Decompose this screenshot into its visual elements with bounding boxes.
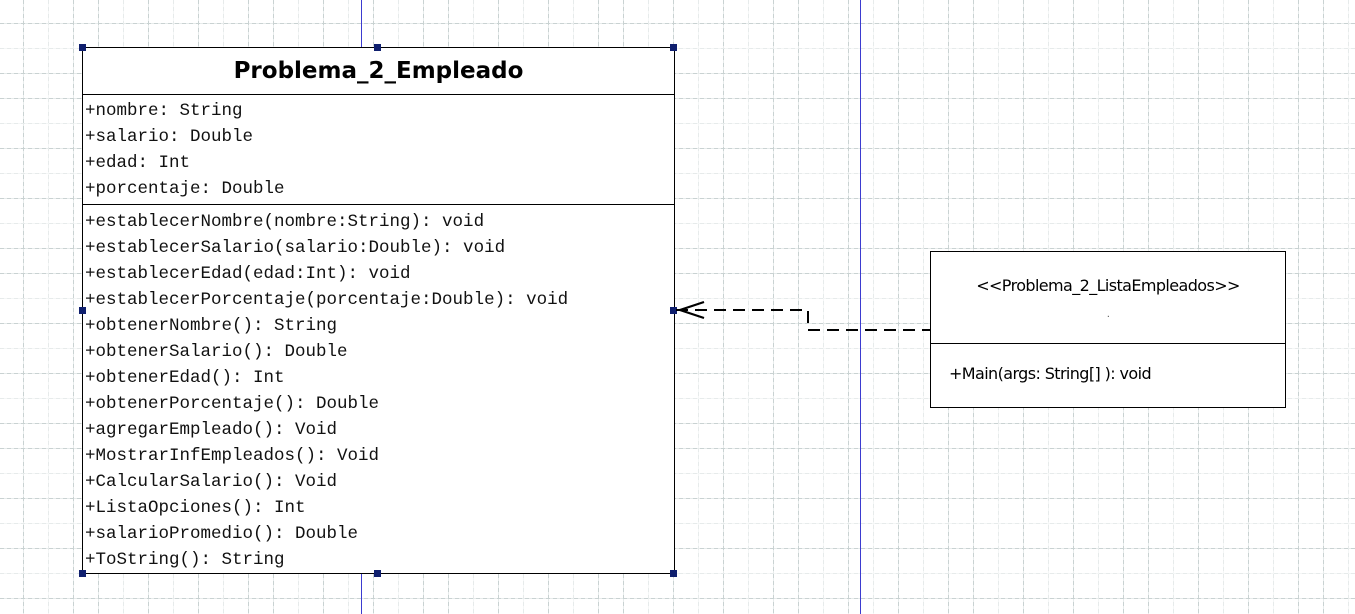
operation-row: +establecerEdad(edad:Int): void [85, 264, 411, 284]
attribute-row: +salario: Double [85, 127, 254, 147]
class-empleado-operations: +establecerNombre(nombre:String): void +… [83, 205, 674, 573]
class-lista-stereotype-compartment: <<Problema_2_ListaEmpleados>> . [931, 252, 1285, 344]
operation-row: +establecerNombre(nombre:String): void [85, 212, 485, 232]
class-lista-empleados[interactable]: <<Problema_2_ListaEmpleados>> . +Main(ar… [930, 251, 1286, 408]
resize-handle-top-middle[interactable] [374, 44, 381, 51]
resize-handle-top-right[interactable] [670, 44, 677, 51]
operation-row: +obtenerNombre(): String [85, 316, 338, 336]
operation-row: +ToString(): String [85, 550, 285, 570]
resize-handle-bottom-right[interactable] [670, 570, 677, 577]
resize-handle-bottom-left[interactable] [79, 570, 86, 577]
resize-handle-middle-left[interactable] [79, 307, 86, 314]
resize-handle-top-left[interactable] [79, 44, 86, 51]
operation-row: +CalcularSalario(): Void [85, 472, 338, 492]
class-empleado-name: Problema_2_Empleado [83, 48, 674, 95]
class-lista-dot: . [1106, 309, 1110, 320]
attribute-row: +porcentaje: Double [85, 179, 285, 199]
attribute-row: +nombre: String [85, 101, 243, 121]
class-lista-stereotype: <<Problema_2_ListaEmpleados>> [976, 276, 1240, 295]
class-empleado[interactable]: Problema_2_Empleado +nombre: String +sal… [82, 47, 675, 574]
operation-row: +establecerPorcentaje(porcentaje:Double)… [85, 290, 569, 310]
operation-row: +obtenerSalario(): Double [85, 342, 348, 362]
attribute-row: +edad: Int [85, 153, 191, 173]
operation-row: +agregarEmpleado(): Void [85, 420, 338, 440]
operation-row: +ListaOpciones(): Int [85, 498, 306, 518]
class-empleado-attributes: +nombre: String +salario: Double +edad: … [83, 95, 674, 205]
operation-row: +establecerSalario(salario:Double): void [85, 238, 506, 258]
operation-row: +obtenerPorcentaje(): Double [85, 394, 380, 414]
resize-handle-middle-right[interactable] [670, 307, 677, 314]
page-break-line-right [860, 0, 861, 614]
resize-handle-bottom-middle[interactable] [374, 570, 381, 577]
operation-row: +Main(args: String[] ): void [949, 364, 1152, 383]
operation-row: +salarioPromedio(): Double [85, 524, 359, 544]
dependency-arrowhead [676, 300, 705, 320]
operation-row: +obtenerEdad(): Int [85, 368, 285, 388]
operation-row: +MostrarInfEmpleados(): Void [85, 446, 380, 466]
dependency-line [676, 309, 930, 331]
